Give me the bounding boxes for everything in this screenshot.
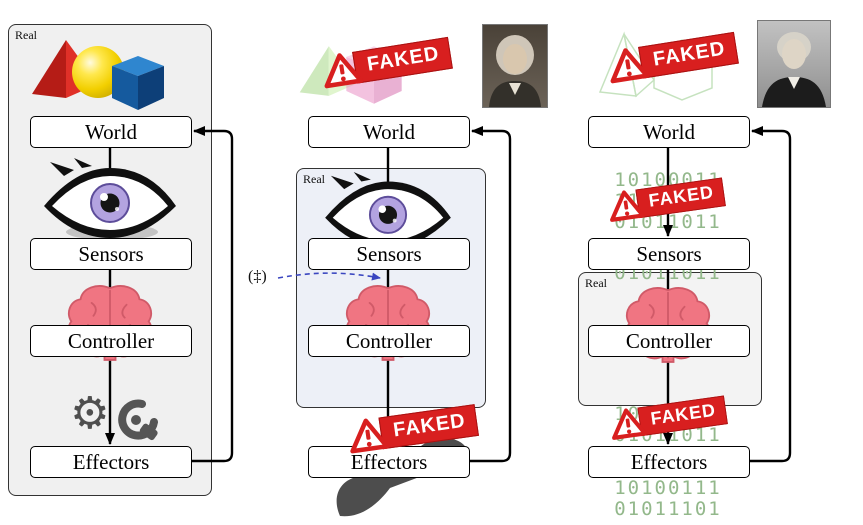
sensors-box: Sensors bbox=[588, 238, 750, 270]
effectors-box: Effectors bbox=[588, 446, 750, 478]
effectors-label: Effectors bbox=[350, 449, 428, 474]
effectors-label: Effectors bbox=[630, 449, 708, 474]
world-box: World bbox=[308, 116, 470, 148]
real-label: Real bbox=[15, 28, 37, 42]
binary-line: 01011101 bbox=[614, 498, 722, 520]
real-label: Real bbox=[303, 172, 325, 186]
philosopher-portrait-hume bbox=[482, 24, 548, 108]
philosopher-portrait-berkeley bbox=[757, 20, 831, 108]
controller-box: Controller bbox=[308, 325, 470, 357]
controller-box: Controller bbox=[588, 325, 750, 357]
effectors-box: Effectors bbox=[308, 446, 470, 478]
dagger-annotation: (‡) bbox=[248, 268, 267, 285]
gear-icon: ⚙ bbox=[70, 388, 110, 439]
feedback-loop bbox=[190, 126, 234, 463]
controller-label: Controller bbox=[625, 328, 713, 353]
warning-triangle-icon bbox=[350, 418, 390, 454]
faked-stamp: FAKED bbox=[608, 394, 728, 442]
world-box: World bbox=[30, 116, 192, 148]
effectors-box: Effectors bbox=[30, 446, 192, 478]
faked-stamp: FAKED bbox=[319, 35, 453, 91]
sensors-box: Sensors bbox=[30, 238, 192, 270]
world-label: World bbox=[363, 119, 415, 144]
gripper-icon bbox=[118, 399, 158, 441]
dagger-injection-arrow bbox=[277, 272, 381, 281]
sensors-label: Sensors bbox=[78, 241, 144, 266]
warning-triangle-icon bbox=[612, 408, 647, 440]
warning-triangle-icon bbox=[610, 190, 645, 222]
controller-label: Controller bbox=[67, 328, 155, 353]
sensors-label: Sensors bbox=[356, 241, 422, 266]
binary-stream-bottom: 10100111 01011101 bbox=[588, 478, 748, 520]
eye-icon bbox=[44, 158, 176, 240]
world-label: World bbox=[643, 119, 695, 144]
controller-box: Controller bbox=[30, 325, 192, 357]
real-label: Real bbox=[585, 276, 607, 290]
warning-triangle-icon bbox=[324, 53, 364, 89]
faked-stamp: FAKED bbox=[606, 176, 726, 224]
binary-line: 10100111 bbox=[614, 477, 722, 499]
cube-icon bbox=[112, 56, 164, 110]
sensors-label: Sensors bbox=[636, 241, 702, 266]
world-label: World bbox=[85, 119, 137, 144]
world-box: World bbox=[588, 116, 750, 148]
feedback-loop bbox=[748, 126, 792, 463]
controller-label: Controller bbox=[345, 328, 433, 353]
faked-stamp: FAKED bbox=[345, 402, 479, 456]
sensors-box: Sensors bbox=[308, 238, 470, 270]
feedback-loop bbox=[468, 126, 512, 463]
warning-triangle-icon bbox=[610, 48, 650, 84]
faked-stamp: FAKED bbox=[605, 30, 739, 86]
effectors-label: Effectors bbox=[72, 449, 150, 474]
